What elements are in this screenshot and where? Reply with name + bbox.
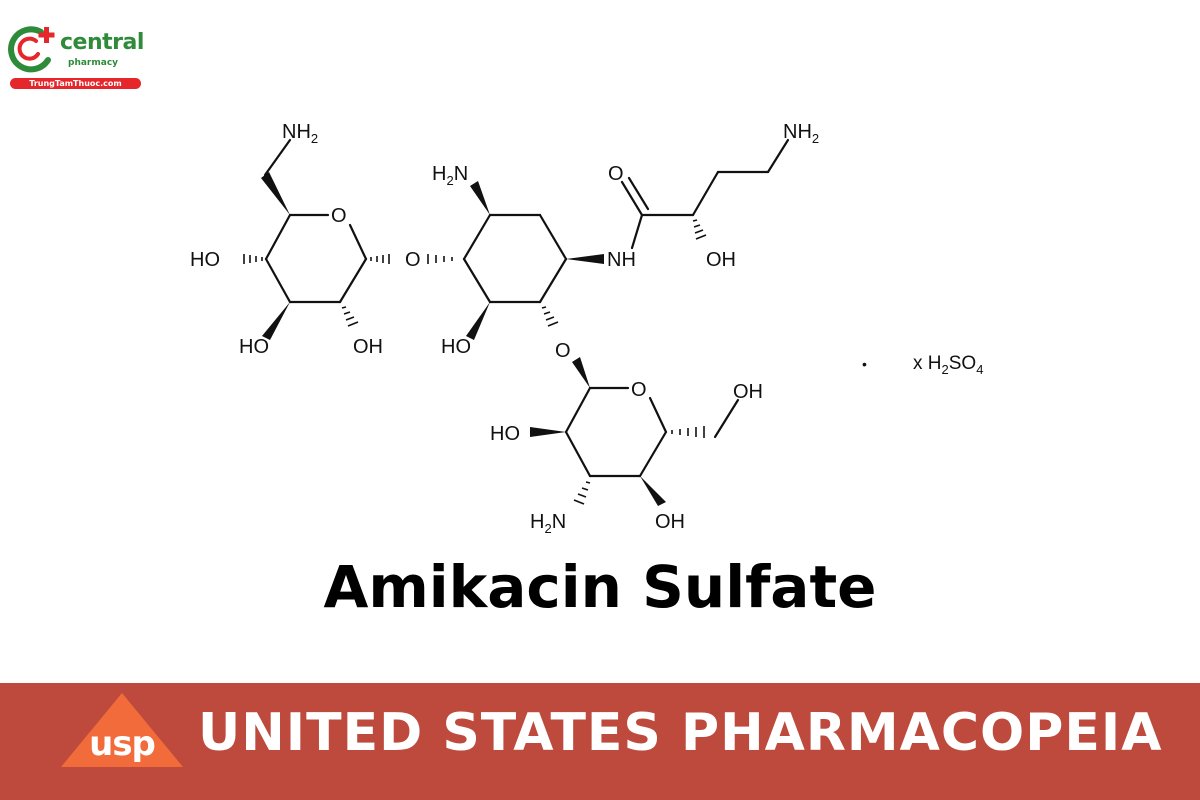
pharmacy-cross-icon	[8, 26, 55, 73]
usp-triangle-logo: usp	[61, 693, 183, 767]
atom-labels: NH2 O HO HO OH O H2N HO NH O O OH NH2 O …	[190, 121, 819, 536]
bottom-oh-label: OH	[655, 511, 685, 533]
left-ho-3: HO	[239, 336, 269, 358]
center-ho-label: HO	[441, 336, 471, 358]
amide-oxygen: O	[608, 163, 624, 185]
brand-tagline: pharmacy	[68, 58, 119, 68]
wedge-bonds	[261, 172, 666, 506]
left-oh-2: OH	[353, 336, 383, 358]
side-chain-nh2: NH2	[783, 121, 819, 146]
amide-nh-label: NH	[607, 249, 636, 271]
sulfate-salt-label: • x H2SO4	[862, 353, 983, 377]
left-nh2-label: NH2	[282, 121, 318, 146]
salt-dot: •	[862, 356, 867, 372]
compound-title: Amikacin Sulfate	[323, 553, 877, 621]
bottom-ring-oxygen: O	[631, 379, 647, 401]
central-pharmacy-logo: central pharmacy TrungTamThuoc.com	[8, 22, 148, 92]
left-sugar-ring	[263, 138, 368, 304]
side-chain-oh: OH	[706, 249, 736, 271]
hydroxy-aminobutyryl-chain	[620, 138, 790, 250]
left-ring-oxygen: O	[331, 205, 347, 227]
glycosidic-oxygen-1: O	[405, 249, 421, 271]
bottom-sugar-ring	[564, 386, 740, 478]
bottom-ch2-oh: OH	[733, 381, 763, 403]
usp-logo-text: usp	[89, 724, 155, 764]
bottom-ho-label: HO	[490, 423, 520, 445]
glycosidic-oxygen-2: O	[555, 340, 571, 362]
left-ho-4: HO	[190, 249, 220, 271]
salt-formula: x H2SO4	[913, 353, 983, 377]
bottom-h2n-label: H2N	[530, 511, 566, 536]
amikacin-structure-diagram: NH2 O HO HO OH O H2N HO NH O O OH NH2 O …	[190, 121, 983, 536]
brand-name: central	[60, 30, 144, 55]
banner-title: UNITED STATES PHARMACOPEIA	[198, 703, 1163, 763]
center-h2n-label: H2N	[432, 163, 468, 188]
hashed-bonds	[243, 219, 707, 505]
usp-banner: usp UNITED STATES PHARMACOPEIA	[0, 683, 1200, 800]
brand-website: TrungTamThuoc.com	[10, 78, 141, 89]
central-cyclohexane-ring	[462, 213, 568, 304]
